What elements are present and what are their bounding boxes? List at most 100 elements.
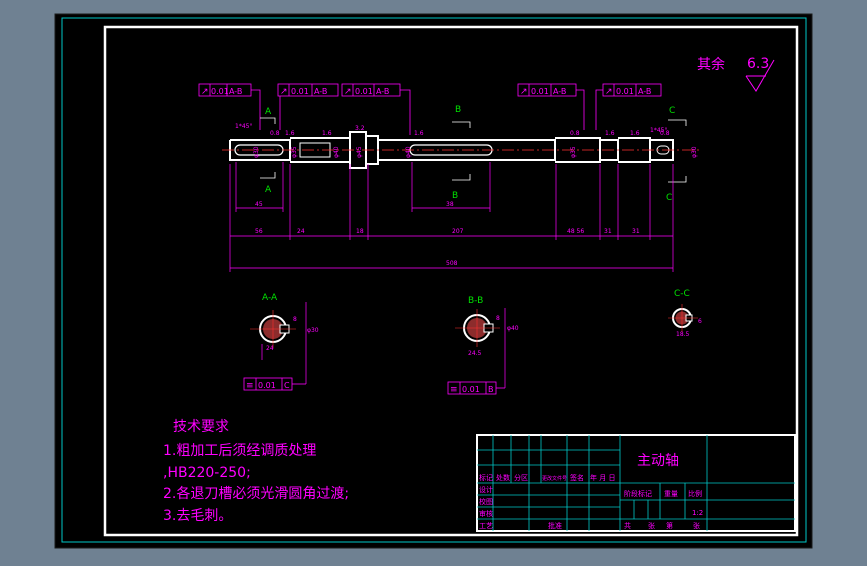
svg-text:207: 207 [452,228,464,235]
tech-req-line-3: 2.各退刀槽必须光滑圆角过渡; [163,485,349,502]
dimension-row-1 [229,162,674,272]
svg-text:φ30: φ30 [253,146,260,158]
roughness-symbol [745,59,775,92]
section-mark-a-top: A [265,107,272,117]
svg-text:1.6: 1.6 [630,130,640,137]
svg-text:共: 共 [624,521,631,530]
svg-text:≡: ≡ [246,381,254,391]
svg-text:φ30: φ30 [691,146,698,158]
drawing-border [103,25,799,537]
section-title-a: A-A [262,293,278,303]
dim-38: 38 [446,201,454,208]
chamfer-label-left: 1*45° [235,123,252,130]
tolerance-datum: A-B [229,87,242,96]
tolerance-frame-1: ↗ 0.01 A-B [198,83,261,130]
tolerance-value: 0.01 [291,87,309,96]
svg-text:8: 8 [293,316,297,323]
roughness-label: 其余 [697,56,725,73]
svg-text:6: 6 [698,318,702,325]
svg-text:24: 24 [297,228,305,235]
svg-text:1.6: 1.6 [414,130,424,137]
section-mark-c-bottom: C [666,193,672,203]
svg-text:24: 24 [266,345,274,352]
svg-text:8: 8 [496,315,500,322]
tolerance-frame-4: ↗ 0.01 A-B [517,83,585,130]
svg-text:标记: 标记 [479,473,493,482]
svg-text:0.01: 0.01 [462,385,480,394]
diameter-labels: φ30 φ35 φ40 φ45 φ40 φ35 φ30 [253,146,698,158]
svg-text:0.8: 0.8 [660,130,670,137]
section-tolerance-b: ≡ 0.01 B [447,381,505,395]
surface-labels: 0.8 1.6 1.6 3.2 1.6 0.8 1.6 1.6 0.8 [270,125,670,137]
dim-45: 45 [255,201,263,208]
tolerance-value: 0.01 [616,87,634,96]
svg-text:批准: 批准 [548,521,562,530]
svg-text:年 月 日: 年 月 日 [590,473,615,482]
svg-text:设计: 设计 [479,485,493,494]
section-view-c: C-C 6 18.5 [668,289,702,338]
svg-text:18: 18 [356,228,364,235]
tech-req-line-1: 1.粗加工后须经调质处理 [163,443,316,459]
svg-text:1.6: 1.6 [322,130,332,137]
tolerance-symbol: ↗ [344,87,352,97]
svg-text:φ35: φ35 [291,146,298,158]
svg-text:张: 张 [648,521,655,530]
part-name: 主动轴 [637,453,679,469]
tech-req-title: 技术要求 [173,419,229,435]
tolerance-datum: A-B [553,87,566,96]
svg-text:φ35: φ35 [570,146,577,158]
svg-text:更改文件号: 更改文件号 [542,475,567,482]
svg-text:φ40: φ40 [507,325,519,332]
roughness-note: 其余 6.3 [697,56,775,92]
tolerance-symbol: ↗ [201,87,209,97]
svg-text:签名: 签名 [570,473,584,482]
svg-text:0.8: 0.8 [570,130,580,137]
tolerance-frame-2: ↗ 0.01 A-B [277,83,339,130]
dim-overall: 508 [446,260,458,267]
tech-req-line-4: 3.去毛刺。 [163,508,232,524]
model-space [54,13,813,549]
svg-text:48 56: 48 56 [567,228,584,235]
svg-text:31: 31 [604,228,612,235]
svg-text:第: 第 [666,521,673,530]
tolerance-frame-5: ↗ 0.01 A-B [595,83,662,130]
svg-text:张: 张 [693,521,700,530]
section-title-b: B-B [468,296,483,306]
svg-text:审核: 审核 [479,509,493,518]
svg-text:18.5: 18.5 [676,331,690,338]
tolerance-value: 0.01 [531,87,549,96]
dimension-row-2-labels: 56 24 18 207 48 56 31 31 [255,228,640,235]
svg-text:0.8: 0.8 [270,130,280,137]
svg-text:φ40: φ40 [405,146,412,158]
svg-text:B: B [488,385,494,394]
svg-text:1.6: 1.6 [285,130,295,137]
section-view-a: A-A 8 24 φ30 [250,293,319,384]
tolerance-datum: A-B [314,87,327,96]
svg-text:工艺: 工艺 [479,522,493,530]
tolerance-value: 0.01 [355,87,373,96]
tolerance-frame-3: ↗ 0.01 A-B [341,83,411,135]
svg-text:重量: 重量 [664,490,678,498]
title-block: 主动轴 标记 处数 分区 更改文件号 签名 年 月 日 设计 校图 审核 工艺 … [476,434,796,532]
svg-text:3.2: 3.2 [355,125,365,132]
technical-requirements: 技术要求 1.粗加工后须经调质处理 ,HB220-250; 2.各退刀槽必须光滑… [163,419,349,524]
tolerance-datum: A-B [638,87,651,96]
svg-text:φ30: φ30 [307,327,319,334]
svg-text:阶段标记: 阶段标记 [624,489,652,498]
svg-text:处数: 处数 [496,473,510,482]
svg-text:1.6: 1.6 [605,130,615,137]
svg-text:31: 31 [632,228,640,235]
roughness-value: 6.3 [747,56,769,72]
svg-text:φ45: φ45 [356,146,363,158]
section-tolerance-a: ≡ 0.01 C [243,377,306,391]
section-mark-c-top: C [669,106,675,116]
svg-text:C: C [284,381,290,390]
svg-text:校图: 校图 [479,497,493,506]
tolerance-datum: A-B [376,87,389,96]
svg-text:1:2: 1:2 [692,509,703,517]
section-view-b: B-B 8 24.5 φ40 [455,296,519,388]
svg-text:24.5: 24.5 [468,350,482,357]
svg-text:0.01: 0.01 [258,381,276,390]
